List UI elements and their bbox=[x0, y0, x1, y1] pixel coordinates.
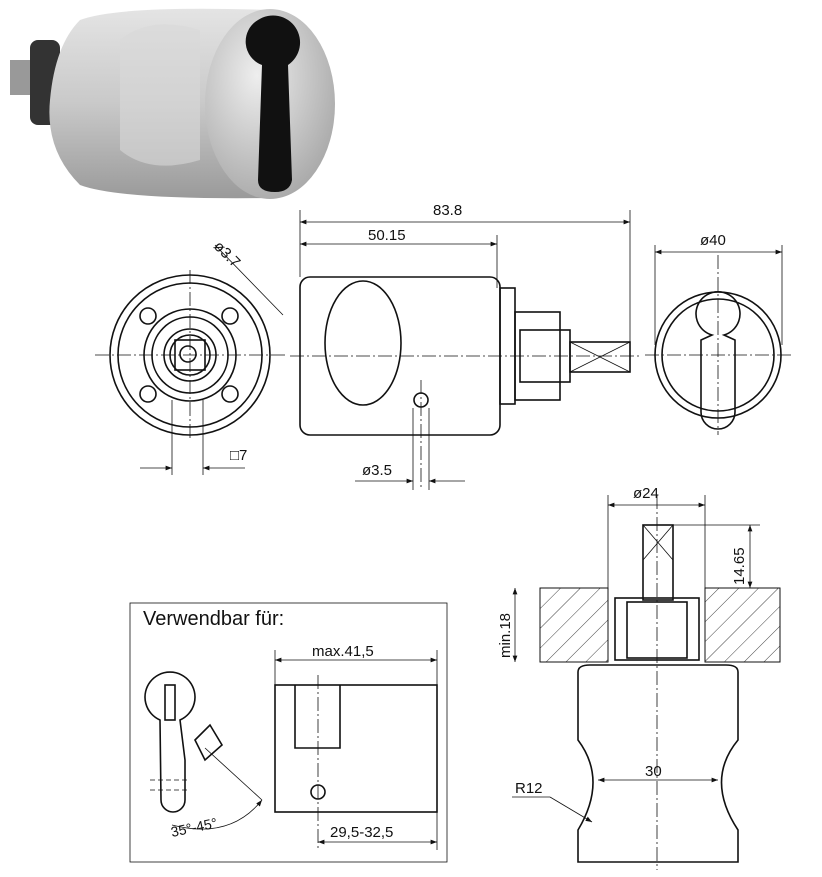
hole-diameter-label: ø3.7 bbox=[210, 238, 243, 271]
front-view bbox=[645, 245, 792, 435]
front-diameter-label: ø40 bbox=[700, 232, 726, 249]
radius-label: R12 bbox=[515, 780, 543, 797]
min-thickness-label: min.18 bbox=[497, 613, 514, 658]
angle-label: 35°-45° bbox=[169, 815, 218, 840]
end-view-drive bbox=[95, 244, 285, 475]
side-view bbox=[290, 210, 640, 490]
neck-width-label: 30 bbox=[645, 763, 662, 780]
mount-diameter-label: ø24 bbox=[633, 485, 659, 502]
square-drive-label: □7 bbox=[230, 447, 247, 464]
installation-section bbox=[512, 495, 781, 870]
compatibility-title: Verwendbar für: bbox=[143, 608, 284, 630]
lock-photo bbox=[10, 8, 335, 199]
shaft-protrusion-label: 14.65 bbox=[731, 547, 748, 585]
cam-range-label: 29,5-32,5 bbox=[330, 824, 393, 841]
compatibility-box bbox=[129, 602, 448, 863]
pin-hole-label: ø3.5 bbox=[362, 462, 392, 479]
body-length-label: 50.15 bbox=[368, 227, 406, 244]
overall-length-label: 83.8 bbox=[433, 202, 462, 219]
max-length-label: max.41,5 bbox=[312, 643, 374, 660]
